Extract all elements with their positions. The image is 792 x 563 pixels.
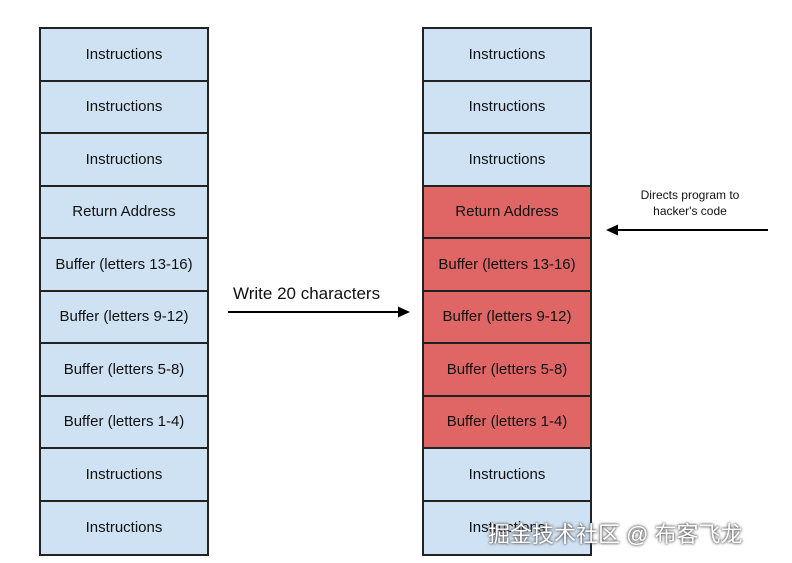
stack-cell-buffer: Buffer (letters 9-12) [41, 291, 207, 344]
directs-arrow-label: Directs program to hacker's code [626, 187, 754, 219]
directs-label-line-2: hacker's code [653, 204, 727, 218]
stack-cell-return-address: Return Address [41, 186, 207, 239]
write-arrow-label: Write 20 characters [233, 284, 381, 303]
stack-cell-instructions: Instructions [41, 81, 207, 134]
stack-cell-instructions: Instructions [424, 29, 590, 82]
stack-cell-instructions: Instructions [41, 134, 207, 187]
stack-cell-instructions: Instructions [41, 449, 207, 502]
stack-cell-instructions: Instructions [424, 501, 590, 554]
stack-cell-buffer: Buffer (letters 5-8) [424, 344, 590, 397]
stack-cell-buffer: Buffer (letters 13-16) [424, 239, 590, 292]
stack-cell-buffer: Buffer (letters 13-16) [41, 239, 207, 292]
stack-after: Instructions Instructions Instructions R… [422, 27, 592, 556]
stack-cell-buffer: Buffer (letters 5-8) [41, 344, 207, 397]
write-arrow [228, 306, 410, 318]
stack-cell-buffer: Buffer (letters 9-12) [424, 291, 590, 344]
stack-cell-buffer: Buffer (letters 1-4) [424, 396, 590, 449]
stack-cell-instructions: Instructions [41, 29, 207, 82]
stack-cell-return-address: Return Address [424, 186, 590, 239]
stack-cell-buffer: Buffer (letters 1-4) [41, 396, 207, 449]
directs-label-line-1: Directs program to [640, 188, 740, 202]
watermark: 掘金技术社区 @ 布客飞龙 [488, 522, 743, 547]
stack-cell-instructions: Instructions [41, 501, 207, 554]
stack-before: Instructions Instructions Instructions R… [39, 27, 209, 556]
stack-cell-instructions: Instructions [424, 134, 590, 187]
stack-cell-instructions: Instructions [424, 81, 590, 134]
directs-arrow [606, 224, 768, 236]
stack-cell-instructions: Instructions [424, 449, 590, 502]
